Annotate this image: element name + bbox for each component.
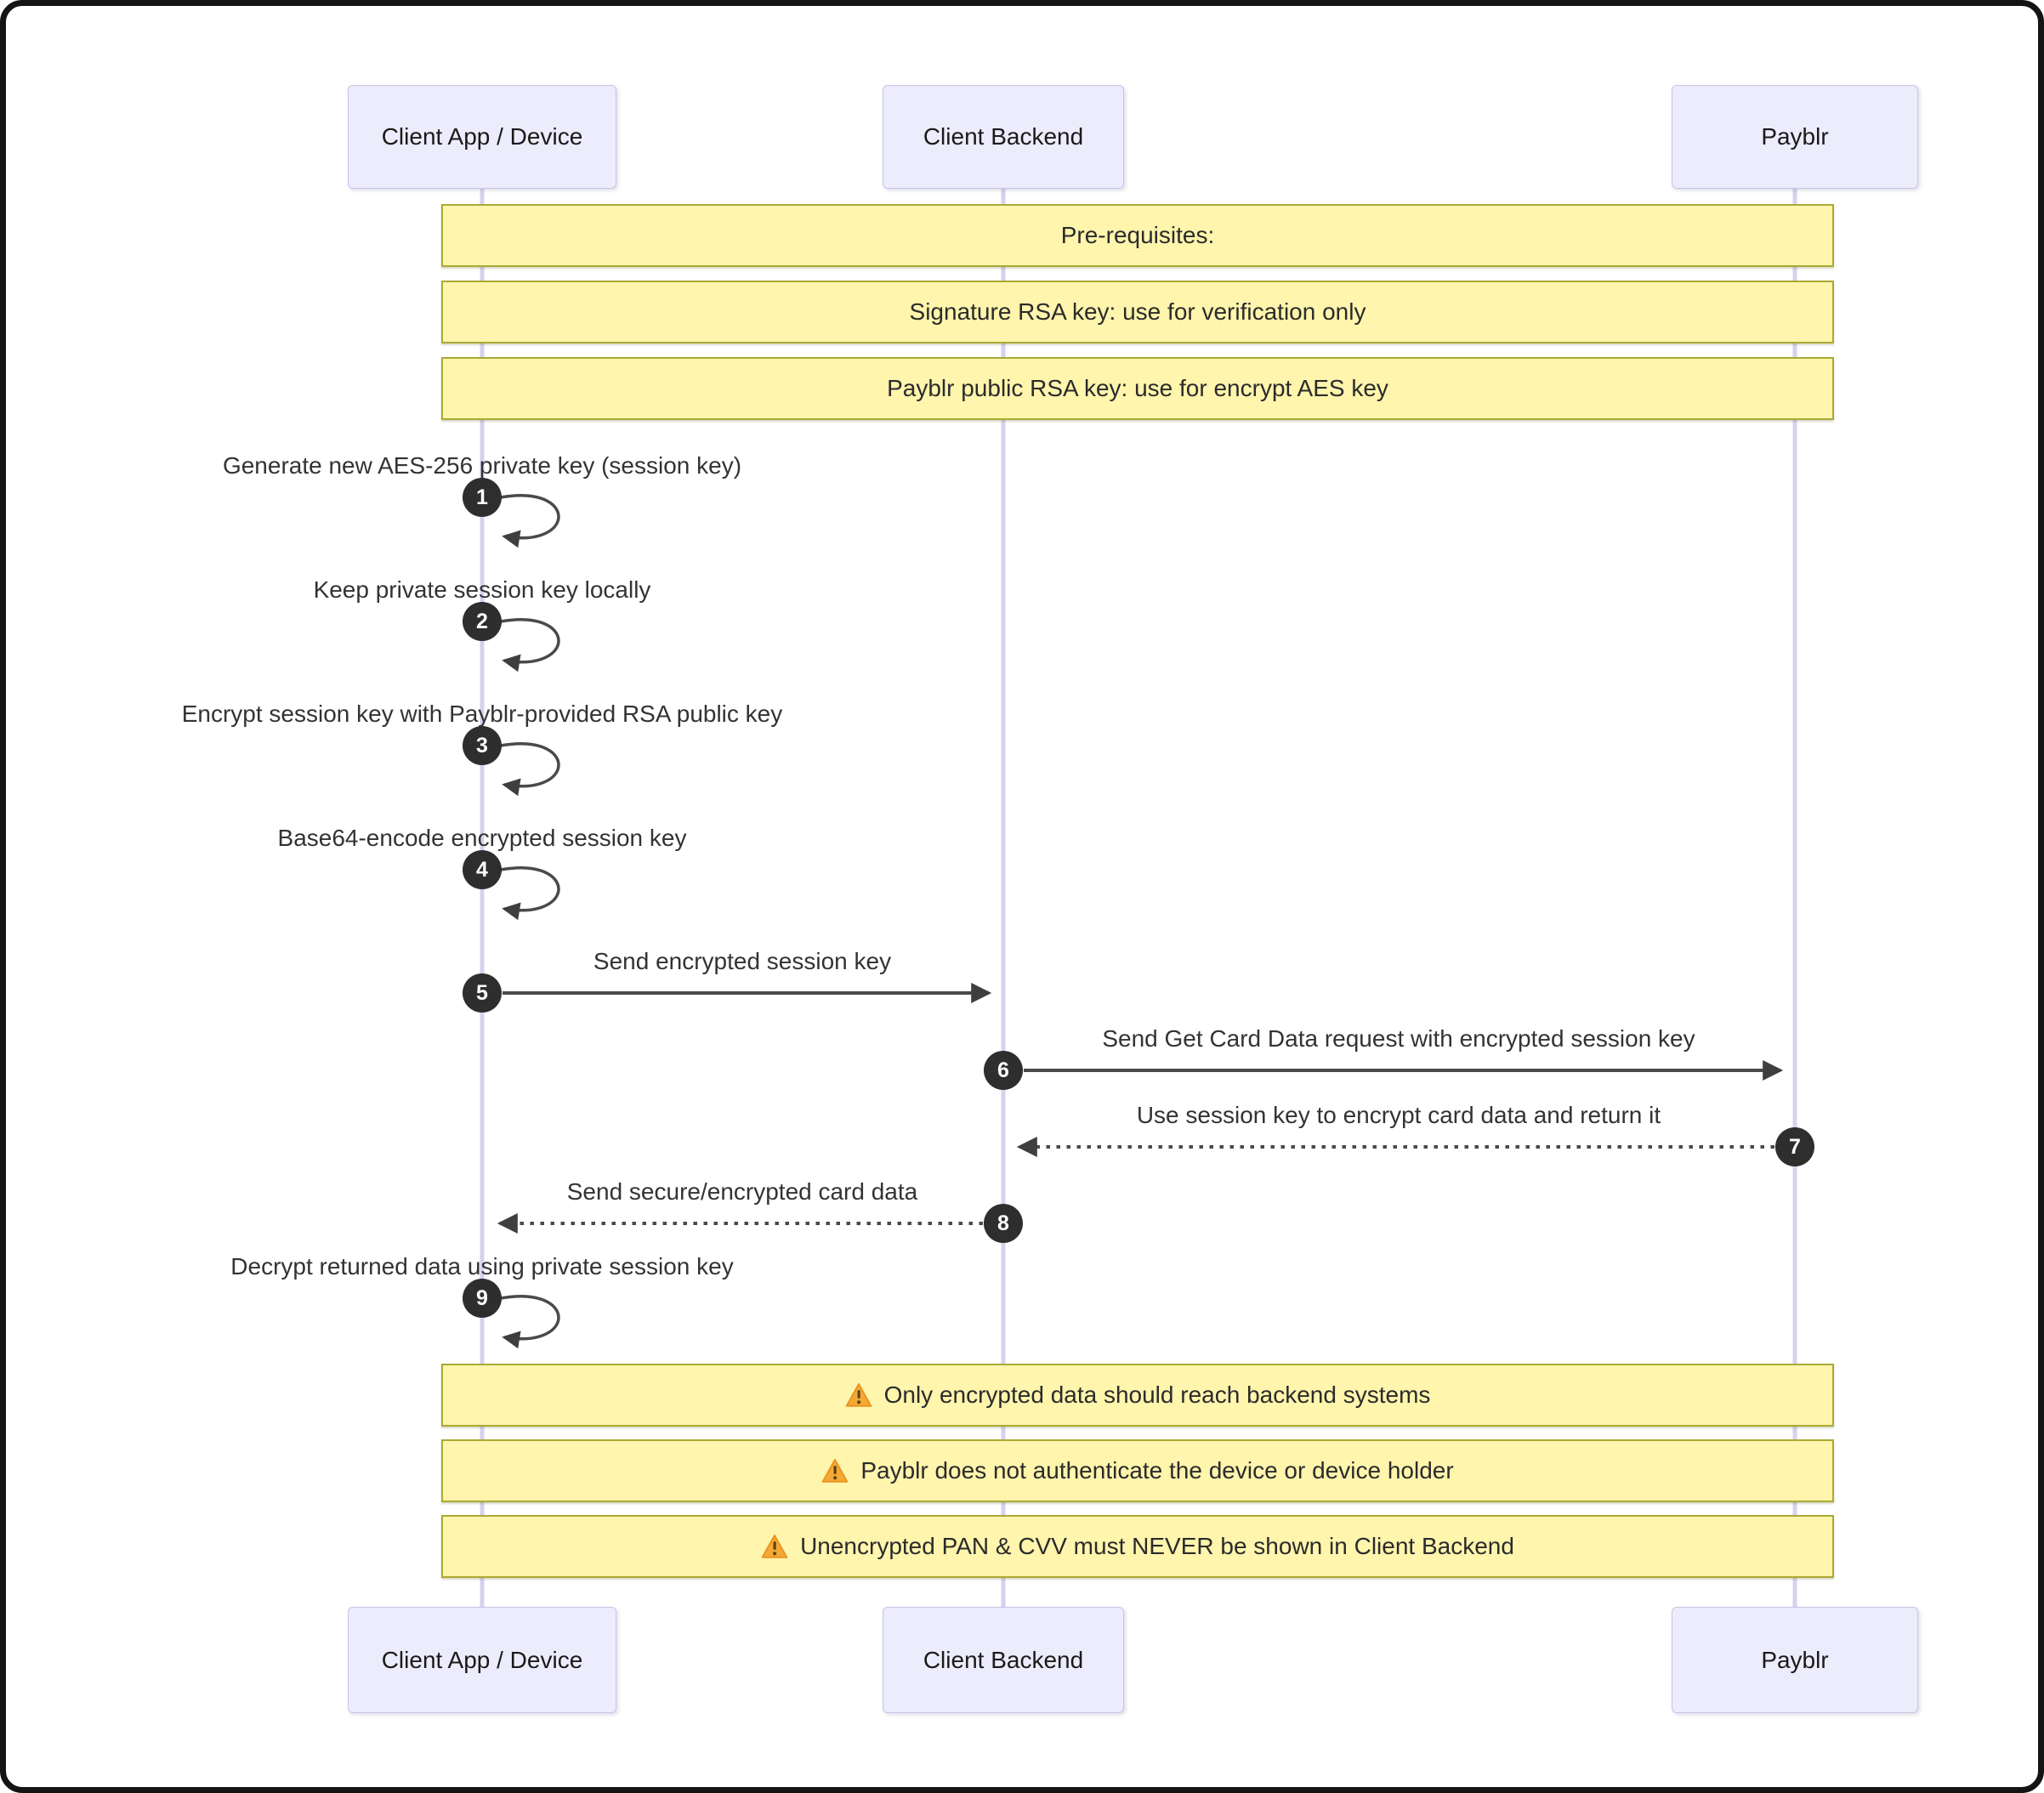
actor-label: Payblr (1761, 1646, 1829, 1673)
message-label-2: Keep private session key locally (313, 576, 651, 603)
note-payblr-public-rsa-key: Payblr public RSA key: use for encrypt A… (441, 357, 1834, 420)
self-loop-1 (500, 494, 560, 548)
note-text: Pre-requisites: (1060, 222, 1215, 248)
actor-bottom-client-backend: Client Backend (883, 1607, 1124, 1713)
note-text: Signature RSA key: use for verification … (909, 298, 1366, 325)
sequence-badge-9: 9 (463, 1279, 502, 1318)
sequence-badge-4: 4 (463, 850, 502, 889)
self-loop-2 (500, 618, 560, 672)
actor-top-client-app-device: Client App / Device (348, 85, 616, 189)
actor-label: Client App / Device (381, 1646, 583, 1673)
self-loop-9 (500, 1295, 560, 1349)
message-label-4: Base64-encode encrypted session key (277, 825, 687, 851)
actor-bottom-client-app-device: Client App / Device (348, 1607, 616, 1713)
self-loop-4 (500, 866, 560, 921)
warning-icon (845, 1382, 872, 1408)
warning-note-authentication: Payblr does not authenticate the device … (441, 1439, 1834, 1502)
actor-label: Client Backend (923, 123, 1084, 150)
message-label-3: Encrypt session key with Payblr-provided… (181, 701, 783, 727)
note-text: Payblr public RSA key: use for encrypt A… (887, 375, 1388, 401)
sequence-badge-7: 7 (1775, 1127, 1814, 1166)
sequence-badge-1: 1 (463, 478, 502, 517)
note-prerequisites: Pre-requisites: (441, 204, 1834, 267)
warning-note-pan-cvv: Unencrypted PAN & CVV must NEVER be show… (441, 1515, 1834, 1578)
sequence-badge-2: 2 (463, 602, 502, 641)
actor-top-client-backend: Client Backend (883, 85, 1124, 189)
actor-label: Client Backend (923, 1646, 1084, 1673)
message-label-8: Send secure/encrypted card data (566, 1178, 918, 1205)
sequence-badge-3: 3 (463, 726, 502, 765)
message-label-9: Decrypt returned data using private sess… (230, 1253, 734, 1279)
actor-label: Payblr (1761, 123, 1829, 150)
actor-bottom-payblr: Payblr (1672, 1607, 1918, 1713)
sequence-badge-8: 8 (984, 1204, 1023, 1243)
warning-icon (821, 1458, 849, 1484)
sequence-badge-6: 6 (984, 1051, 1023, 1090)
sequence-badge-5: 5 (463, 973, 502, 1013)
warning-note-backend-systems: Only encrypted data should reach backend… (441, 1364, 1834, 1427)
message-label-1: Generate new AES-256 private key (sessio… (222, 452, 742, 479)
note-text: Only encrypted data should reach backend… (883, 1382, 1431, 1408)
actor-top-payblr: Payblr (1672, 85, 1918, 189)
message-label-5: Send encrypted session key (593, 948, 892, 974)
note-text: Unencrypted PAN & CVV must NEVER be show… (800, 1533, 1514, 1559)
message-label-7: Use session key to encrypt card data and… (1136, 1102, 1661, 1128)
message-label-6: Send Get Card Data request with encrypte… (1102, 1025, 1695, 1052)
warning-icon (761, 1534, 788, 1559)
note-text: Payblr does not authenticate the device … (860, 1457, 1454, 1484)
self-loop-3 (500, 742, 560, 797)
note-signature-rsa-key: Signature RSA key: use for verification … (441, 281, 1834, 343)
actor-label: Client App / Device (381, 123, 583, 150)
